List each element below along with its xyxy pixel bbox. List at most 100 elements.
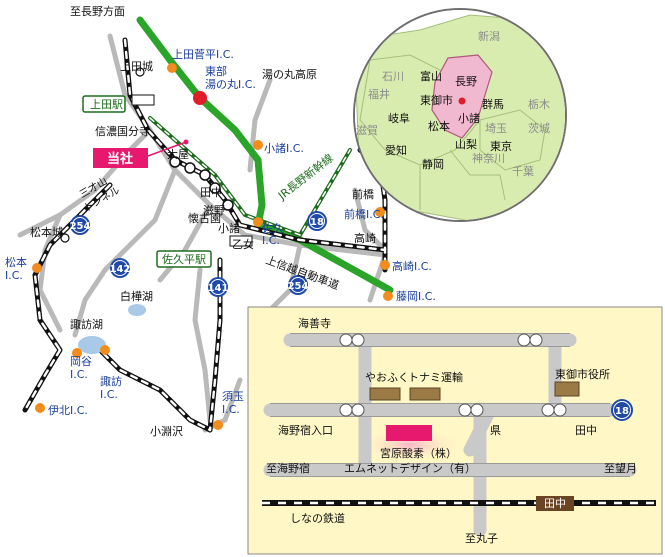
- label-suwa: 諏訪: [100, 374, 122, 388]
- detail-label-miyahara: 宮原酸素（株）: [380, 446, 457, 460]
- ic-matsumoto-castle: [60, 233, 70, 243]
- label-matsumoto-castle: 松本城: [30, 225, 63, 239]
- route-shields: 254 142 141 254 18: [70, 211, 327, 297]
- label-station-shigeno: 滋野: [203, 204, 225, 217]
- route-shield-254a: 254: [70, 215, 91, 235]
- label-shirakabako: 白樺湖: [120, 289, 153, 303]
- inset-nagano-region: [431, 54, 493, 139]
- ic-sudama: [213, 420, 223, 430]
- detail-route-18-label: 18: [615, 406, 629, 417]
- inset-label-chiba: 千葉: [512, 164, 534, 178]
- detail-label-yaofuku: やおふく: [365, 371, 409, 384]
- inset-labels: 新潟 石川 富山 長野 福井 東御市 群馬 栃木 岐阜 松本 小諸 埼玉 茨城 …: [356, 29, 550, 178]
- tanaka-station-box: [536, 496, 574, 511]
- detail-map: 18 海善寺 やおふく トナミ運輸 東御市役所 海野宿入口 県 田中 宮原酸素（…: [247, 306, 663, 555]
- label-station-tanaka: 田中: [200, 186, 222, 199]
- detail-label-shinano-railway: しなの鉄道: [290, 511, 345, 525]
- label-ina-kita-ic: 伊北I.C.: [48, 404, 88, 417]
- label-takasaki: 高崎: [354, 231, 376, 245]
- ueda-station-box: [82, 95, 126, 113]
- ic-fujioka: [383, 291, 393, 301]
- ic-markers: [32, 63, 393, 430]
- route-254b-label: 254: [288, 281, 309, 292]
- inset-label-tomi-city: 東御市: [420, 93, 453, 107]
- building-company: [386, 425, 432, 441]
- inset-label-matsumoto: 松本: [428, 119, 450, 133]
- inset-label-tokyo: 東京: [490, 139, 512, 153]
- inset-label-gunma: 群馬: [482, 97, 504, 111]
- inset-label-saitama: 埼玉: [485, 121, 507, 135]
- detail-label-tonami: トナミ運輸: [408, 370, 463, 384]
- detail-label-to-mochizuki: 至望月: [604, 462, 637, 475]
- label-station-komoro: 小諸: [218, 221, 240, 235]
- label-kaikokoen: 懐古園: [188, 211, 221, 225]
- tobu-yunomaru-marker: [193, 91, 207, 105]
- inset-label-tochigi: 栃木: [528, 97, 550, 111]
- detail-road-edges: [270, 333, 630, 477]
- inset-label-fukui: 福井: [368, 87, 390, 101]
- label-ueda-station: 上田駅: [90, 98, 123, 111]
- detail-label-prefectural: 県: [490, 424, 501, 437]
- sakudaira-station-box: [156, 250, 212, 268]
- label-jr-nagano-shinkansen: JR長野新幹線: [274, 151, 335, 203]
- company-label-box: [93, 148, 148, 168]
- label-ueda-sugadaira-ic: 上田菅平I.C.: [172, 48, 234, 61]
- label-station-ooya: 大屋: [167, 147, 189, 161]
- route-142-label: 142: [110, 264, 131, 275]
- ic-ueda-castle: [135, 67, 145, 77]
- inset-label-nagano: 長野: [455, 75, 477, 88]
- detail-signals: [339, 333, 567, 417]
- ic-suwa: [100, 345, 110, 355]
- detail-label-emnet: エムネットデザイン（有）: [344, 461, 476, 475]
- building-tonami: [409, 387, 441, 401]
- detail-label-tanaka: 田中: [575, 424, 597, 437]
- route-shield-18: 18: [307, 211, 327, 231]
- label-shinano-kokubunji: 信濃国分寺: [95, 124, 150, 138]
- detail-route-18-shield: 18: [611, 399, 633, 421]
- label-matsumoto: 松本: [5, 255, 27, 269]
- inset-label-kanagawa: 神奈川: [472, 151, 505, 165]
- inset-label-shizuoka: 静岡: [422, 157, 444, 171]
- label-matsumoto-ic: I.C.: [5, 269, 23, 282]
- detail-label-kaizenji: 海善寺: [298, 316, 331, 330]
- saku-ic-marker: [229, 235, 253, 247]
- detail-roads: [263, 333, 637, 537]
- label-takasaki-ic: 高崎I.C.: [392, 259, 432, 273]
- label-sudama-ic: I.C.: [222, 403, 240, 416]
- detail-label-unnojuku-entrance: 海野宿入口: [278, 423, 333, 437]
- ic-saku: [253, 217, 263, 227]
- detail-label-to-unnojuku: 至海野宿: [266, 461, 310, 475]
- ueda-station-marker: [131, 94, 155, 106]
- label-suwako: 諏訪湖: [70, 317, 103, 331]
- ic-ina-kita: [35, 403, 45, 413]
- inset-region-map: 新潟 石川 富山 長野 福井 東御市 群馬 栃木 岐阜 松本 小諸 埼玉 茨城 …: [353, 8, 567, 222]
- label-okaya: 岡谷: [70, 355, 92, 368]
- expressway-route: [136, 16, 394, 294]
- label-maebashi: 前橋: [352, 187, 374, 201]
- route-141-label: 141: [208, 283, 229, 294]
- label-company: 当社: [107, 151, 133, 167]
- detail-label-tanaka-station: 田中: [544, 497, 566, 510]
- route-shield-254b: 254: [288, 275, 309, 295]
- detail-label-to-maruko: 至丸子: [465, 532, 498, 545]
- ic-ueda-sugadaira: [167, 63, 177, 73]
- inset-label-yamanashi: 山梨: [455, 137, 477, 151]
- label-suwa-ic: I.C.: [100, 388, 118, 401]
- route-18-label: 18: [310, 217, 324, 228]
- label-komoro-ic: 小諸I.C.: [264, 141, 304, 155]
- label-kobuchizawa: 小淵沢: [150, 424, 183, 438]
- label-sakudaira-station: 佐久平駅: [162, 252, 206, 266]
- label-fujioka-ic: 藤岡I.C.: [396, 290, 436, 303]
- route-254a-label: 254: [70, 221, 91, 232]
- building-yaofuku: [369, 387, 401, 401]
- label-station-otome: 乙女: [232, 237, 254, 251]
- inset-label-gifu: 岐阜: [388, 112, 410, 125]
- inset-label-shiga: 滋賀: [356, 124, 378, 137]
- ic-matsumoto: [32, 263, 42, 273]
- route-shield-141: 141: [208, 277, 229, 297]
- suwako-lake: [78, 336, 106, 354]
- label-sudama: 須玉: [222, 390, 244, 403]
- label-yunomaru-ic: 湯の丸I.C.: [205, 78, 256, 91]
